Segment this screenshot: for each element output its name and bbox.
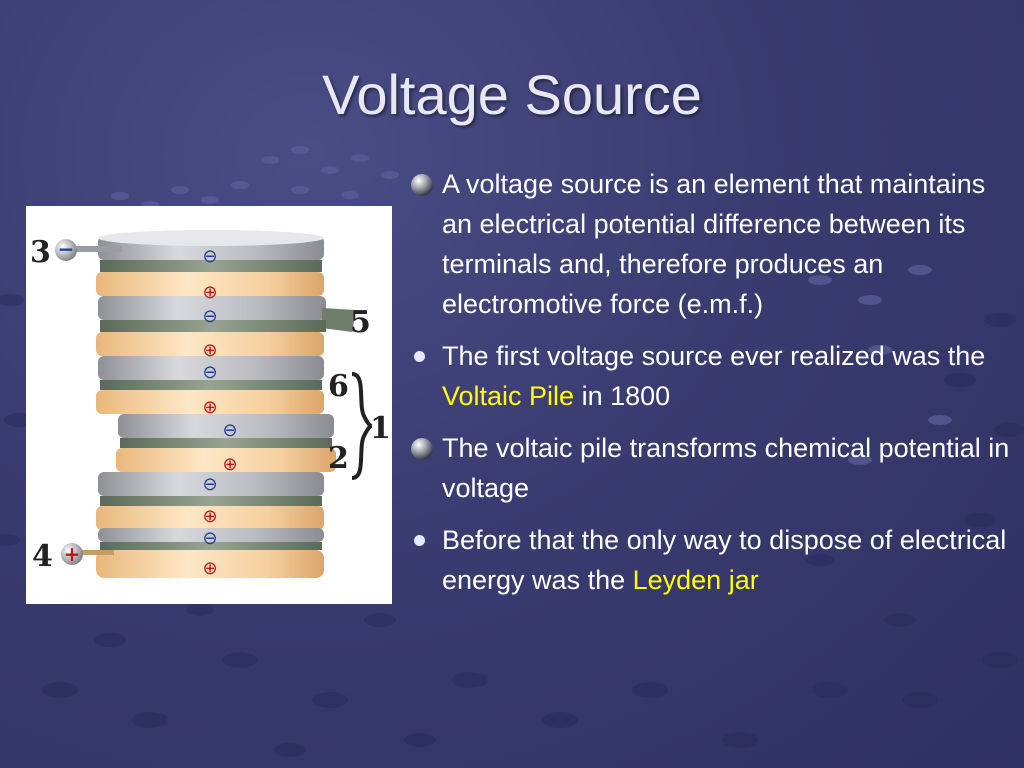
bullet-item: The first voltage source ever realized w… [408, 336, 1012, 416]
bullet-text: A voltage source is an element that main… [442, 169, 986, 319]
slide-title: Voltage Source [322, 63, 702, 126]
minus-symbol: ⊖ [202, 362, 217, 383]
highlight-leyden-jar: Leyden jar [632, 565, 759, 595]
minus-symbol: ⊖ [202, 306, 217, 327]
plus-symbol: ⊕ [202, 558, 217, 579]
minus-symbol: ⊖ [202, 474, 217, 495]
voltaic-pile-illustration: ⊖ ⊕ ⊖ ⊕ ⊖ ⊕ ⊖ ⊕ ⊖ ⊕ ⊖ ⊕ − + 3 4 5 [30, 230, 391, 579]
negative-terminal: − [55, 237, 122, 261]
label-6: 6 [328, 369, 349, 404]
plus-symbol: ⊕ [222, 454, 237, 475]
disc-stack [96, 230, 356, 578]
highlight-voltaic-pile: Voltaic Pile [442, 381, 575, 411]
dot-bullet-icon [414, 351, 425, 362]
sphere-bullet-icon [411, 438, 433, 460]
label-3: 3 [30, 235, 51, 270]
bullet-item: A voltage source is an element that main… [408, 164, 1012, 324]
minus-sign: − [58, 237, 75, 261]
positive-terminal: + [61, 542, 114, 566]
plus-symbol: ⊕ [202, 397, 217, 418]
minus-symbol: ⊖ [202, 246, 217, 267]
plus-sign: + [64, 542, 81, 566]
dot-bullet-icon [414, 535, 425, 546]
label-2: 2 [328, 441, 349, 476]
label-1: 1 [370, 411, 391, 446]
cell-brace [351, 372, 373, 480]
sphere-bullet-icon [411, 174, 433, 196]
minus-symbol: ⊖ [202, 528, 217, 549]
plus-symbol: ⊕ [202, 340, 217, 361]
label-4: 4 [32, 539, 53, 574]
bullet-item: The voltaic pile transforms chemical pot… [408, 428, 1012, 508]
bullet-text: Before that the only way to dispose of e… [442, 525, 1007, 595]
plus-symbol: ⊕ [202, 506, 217, 527]
bullet-text: in 1800 [574, 381, 671, 411]
minus-symbol: ⊖ [222, 420, 237, 441]
label-5: 5 [350, 305, 371, 340]
bullet-text: The first voltage source ever realized w… [442, 341, 986, 371]
bullet-list: A voltage source is an element that main… [408, 164, 1012, 612]
bullet-text: The voltaic pile transforms chemical pot… [442, 433, 1010, 503]
plus-symbol: ⊕ [202, 282, 217, 303]
bullet-item: Before that the only way to dispose of e… [408, 520, 1012, 600]
voltaic-pile-figure: ⊖ ⊕ ⊖ ⊕ ⊖ ⊕ ⊖ ⊕ ⊖ ⊕ ⊖ ⊕ − + 3 4 5 [26, 206, 392, 604]
